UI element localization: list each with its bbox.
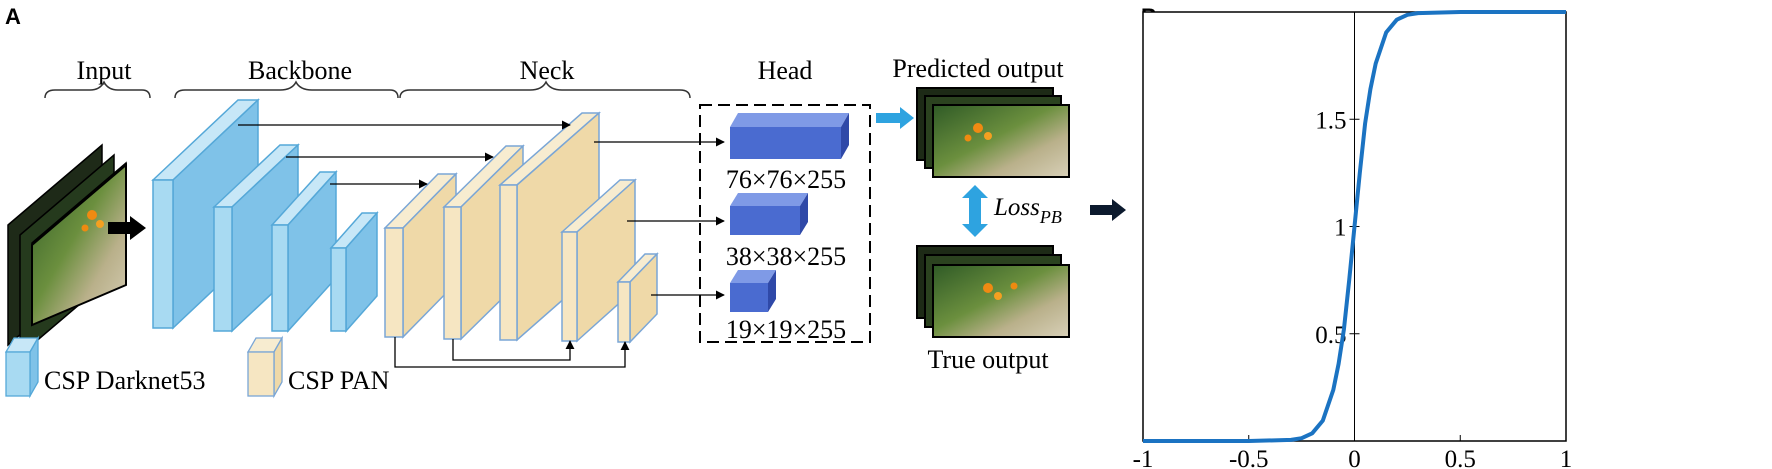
head-size-label-19: 19×19×255 [726, 315, 846, 344]
head-to-output-arrow [876, 107, 914, 129]
head-size-label-38: 38×38×255 [726, 242, 846, 271]
head-cuboid-76 [730, 113, 849, 159]
true-output-images [916, 245, 1070, 338]
predicted-output-label: Predicted output [892, 54, 1064, 83]
head-cuboid-38 [730, 193, 808, 235]
input-image-stack [7, 143, 127, 357]
true-output-label: True output [927, 345, 1049, 374]
backbone-block-4 [329, 211, 379, 333]
connection-arrows [238, 120, 725, 368]
head-size-label-76: 76×76×255 [726, 165, 846, 194]
x-tick-label: 0 [1348, 446, 1361, 469]
sigmoid-curve-line [1143, 10, 1566, 443]
legend-neck-swatch [246, 335, 284, 399]
y-tick-label: 1.5 [1315, 107, 1346, 134]
legend-backbone-swatch [4, 335, 40, 399]
backbone-block-3 [270, 170, 338, 333]
x-tick-label: 0.5 [1445, 446, 1476, 469]
x-tick-label: 1 [1560, 446, 1573, 469]
loss-label: LossPB [993, 194, 1062, 227]
stage-label-backbone: Backbone [248, 56, 352, 85]
input-arrow [108, 216, 146, 240]
panel-a-letter: A [5, 4, 21, 29]
brace-backbone [174, 80, 399, 99]
neck-block-1 [383, 172, 458, 339]
predicted-output-images [916, 87, 1070, 178]
y-tick-label: 1 [1334, 215, 1347, 242]
stage-label-head: Head [758, 56, 813, 85]
compare-double-arrow [962, 185, 988, 237]
brace-neck [399, 80, 691, 99]
stage-label-input: Input [77, 56, 133, 85]
neck-block-5 [616, 252, 659, 344]
head-dashed-box [699, 104, 871, 343]
loss-to-chart-arrow [1090, 199, 1126, 221]
legend-neck-label: CSP PAN [288, 366, 390, 395]
head-cuboid-19 [730, 270, 776, 312]
x-tick-label: -1 [1133, 446, 1154, 469]
x-tick-label: -0.5 [1229, 446, 1269, 469]
stage-label-neck: Neck [520, 56, 575, 85]
legend-backbone-label: CSP Darknet53 [44, 366, 206, 395]
brace-input [44, 80, 151, 99]
